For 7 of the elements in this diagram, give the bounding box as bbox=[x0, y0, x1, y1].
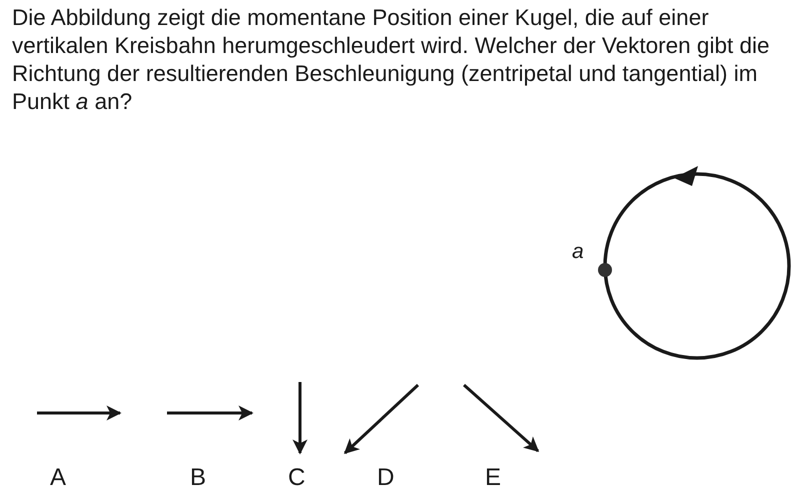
option-letter: E bbox=[485, 464, 502, 492]
option-letter: C bbox=[288, 464, 306, 492]
option-letter: B bbox=[190, 464, 206, 492]
question-text: Die Abbildung zeigt die momentane Position einer Kugel, die auf einer vertikalen Kreisbahn herumgeschleudert wird. Welcher der Vektoren gibt die Richtung der resultierenden Beschleunigung (zentripetal und tangential) im Punkt a an? bbox=[12, 4, 770, 116]
option-letter: A bbox=[50, 464, 66, 492]
option-letter: D bbox=[377, 464, 394, 492]
point-label: a bbox=[572, 239, 584, 265]
